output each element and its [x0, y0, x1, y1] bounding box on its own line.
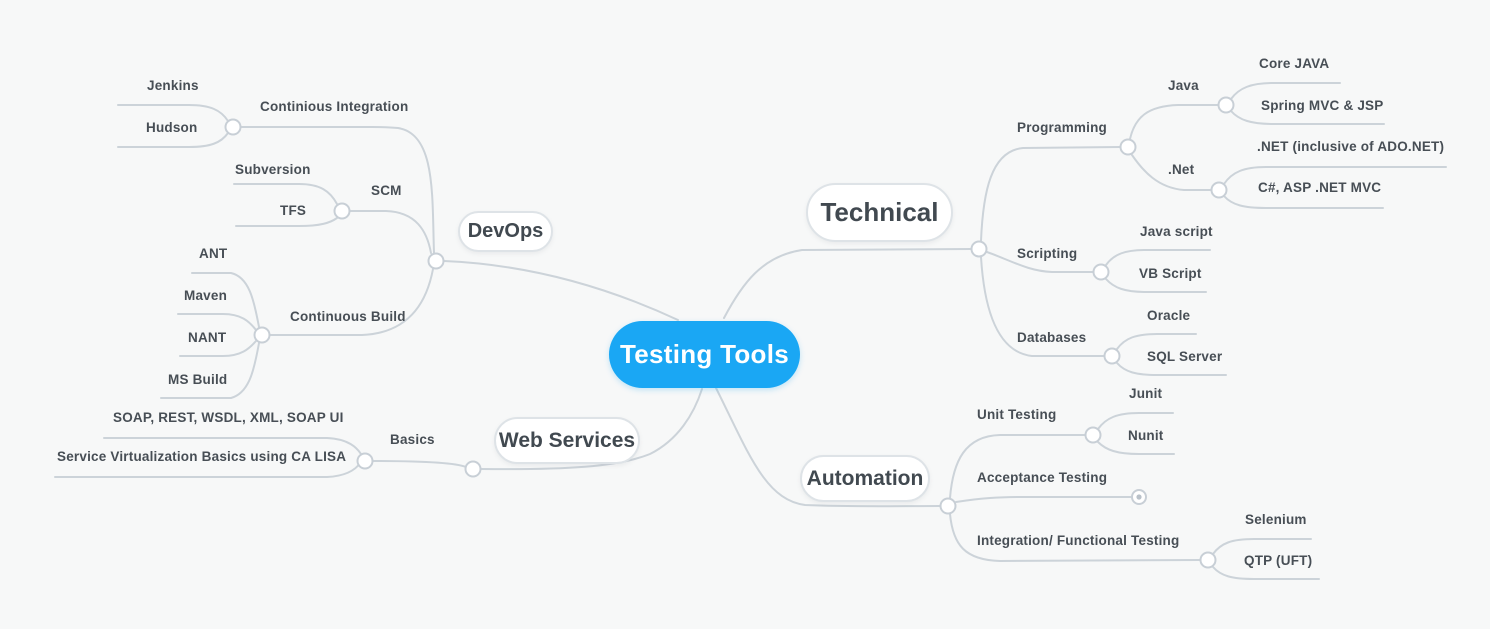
- link-center-devops: [443, 260, 679, 321]
- link-integration-selenium: [1212, 538, 1312, 555]
- link-cb-maven: [177, 313, 257, 331]
- node-junit[interactable]: Junit: [1129, 386, 1163, 401]
- link-basics-soap: [103, 437, 362, 455]
- node-scripting[interactable]: Scripting: [1017, 246, 1078, 261]
- link-databases-sqlserver: [1116, 362, 1227, 376]
- node-acceptance-testing[interactable]: Acceptance Testing: [977, 470, 1108, 485]
- node-programming[interactable]: Programming: [1017, 120, 1107, 135]
- node-maven[interactable]: Maven: [184, 288, 228, 303]
- collapsed-node-acceptance-dot: [1136, 494, 1142, 500]
- node-continuous-build[interactable]: Continuous Build: [290, 309, 406, 324]
- junction-databases[interactable]: [1103, 347, 1121, 365]
- junction-webservices[interactable]: [464, 460, 482, 478]
- link-unittesting-nunit: [1097, 441, 1175, 455]
- junction-continuous-build[interactable]: [253, 326, 271, 344]
- link-databases-oracle: [1116, 333, 1197, 350]
- link-webservices-basics: [371, 460, 467, 468]
- node-ms-build[interactable]: MS Build: [168, 372, 228, 387]
- node-tfs[interactable]: TFS: [280, 203, 307, 218]
- node-sql-server[interactable]: SQL Server: [1147, 349, 1223, 364]
- junction-ci[interactable]: [224, 118, 242, 136]
- link-devops-cb: [269, 268, 434, 336]
- junction-dotnet[interactable]: [1210, 181, 1228, 199]
- junction-integration[interactable]: [1199, 551, 1217, 569]
- link-scm-tfs: [235, 217, 338, 227]
- link-scm-subversion: [233, 183, 338, 205]
- node-java-script[interactable]: Java script: [1140, 224, 1213, 239]
- junction-technical[interactable]: [970, 240, 988, 258]
- link-center-technical: [723, 248, 972, 319]
- node-subversion[interactable]: Subversion: [235, 162, 311, 177]
- link-java-corejava: [1230, 82, 1341, 100]
- junction-java[interactable]: [1217, 96, 1235, 114]
- node-ant[interactable]: ANT: [199, 246, 228, 261]
- link-dotnet-csharp: [1223, 195, 1384, 209]
- node-csharp-aspnet[interactable]: C#, ASP .NET MVC: [1258, 180, 1382, 195]
- link-technical-programming: [980, 146, 1121, 242]
- link-basics-service: [54, 461, 362, 478]
- node-dotnet[interactable]: .Net: [1168, 162, 1195, 177]
- node-scm[interactable]: SCM: [371, 183, 402, 198]
- link-cb-ant: [191, 272, 260, 328]
- junction-programming[interactable]: [1119, 138, 1137, 156]
- node-selenium[interactable]: Selenium: [1245, 512, 1307, 527]
- junction-scm[interactable]: [333, 202, 351, 220]
- link-devops-ci: [240, 126, 435, 254]
- node-technical[interactable]: Technical: [806, 183, 953, 242]
- node-integration-functional-testing[interactable]: Integration/ Functional Testing: [977, 533, 1180, 548]
- node-databases[interactable]: Databases: [1017, 330, 1087, 345]
- node-hudson[interactable]: Hudson: [146, 120, 198, 135]
- link-center-automation: [715, 387, 941, 508]
- node-soap-rest-wsdl[interactable]: SOAP, REST, WSDL, XML, SOAP UI: [113, 410, 344, 425]
- node-nunit[interactable]: Nunit: [1128, 428, 1164, 443]
- link-scripting-javascript: [1105, 249, 1211, 266]
- link-center-webservices: [480, 388, 703, 471]
- link-automation-unittesting: [949, 434, 1086, 499]
- link-cb-nant: [179, 340, 257, 357]
- link-automation-acceptance: [955, 496, 1133, 503]
- link-devops-scm: [349, 210, 432, 254]
- link-programming-dotnet: [1131, 154, 1212, 191]
- link-technical-databases: [980, 256, 1105, 357]
- node-nant[interactable]: NANT: [188, 330, 227, 345]
- link-automation-integration: [949, 513, 1201, 562]
- node-core-java[interactable]: Core JAVA: [1259, 56, 1330, 71]
- node-unit-testing[interactable]: Unit Testing: [977, 407, 1057, 422]
- link-technical-scripting: [986, 251, 1094, 273]
- node-spring-mvc-jsp[interactable]: Spring MVC & JSP: [1261, 98, 1384, 113]
- node-testing-tools[interactable]: Testing Tools: [609, 321, 800, 388]
- junction-automation[interactable]: [939, 497, 957, 515]
- node-oracle[interactable]: Oracle: [1147, 308, 1191, 323]
- link-scripting-vbscript: [1105, 278, 1207, 293]
- node-jenkins[interactable]: Jenkins: [147, 78, 199, 93]
- node-dotnet-ado[interactable]: .NET (inclusive of ADO.NET): [1257, 139, 1445, 154]
- node-vb-script[interactable]: VB Script: [1139, 266, 1202, 281]
- link-integration-qtp: [1212, 566, 1320, 580]
- node-continious-integration[interactable]: Continious Integration: [260, 99, 409, 114]
- link-dotnet-inclusive: [1223, 166, 1447, 185]
- node-web-services[interactable]: Web Services: [494, 417, 640, 464]
- junction-devops[interactable]: [427, 252, 445, 270]
- link-java-spring: [1230, 110, 1385, 125]
- junction-unit-testing[interactable]: [1084, 426, 1102, 444]
- junction-basics[interactable]: [356, 452, 374, 470]
- node-qtp-uft[interactable]: QTP (UFT): [1244, 553, 1313, 568]
- link-ci-jenkins: [117, 104, 229, 122]
- node-java[interactable]: Java: [1168, 78, 1199, 93]
- node-service-virtualization[interactable]: Service Virtualization Basics using CA L…: [57, 449, 347, 464]
- link-cb-msbuild: [160, 342, 260, 399]
- link-unittesting-junit: [1097, 412, 1174, 430]
- junction-scripting[interactable]: [1092, 263, 1110, 281]
- node-automation[interactable]: Automation: [800, 455, 930, 502]
- node-basics[interactable]: Basics: [390, 432, 435, 447]
- link-ci-hudson: [117, 132, 229, 148]
- link-programming-java: [1129, 104, 1219, 140]
- node-devops[interactable]: DevOps: [458, 211, 553, 252]
